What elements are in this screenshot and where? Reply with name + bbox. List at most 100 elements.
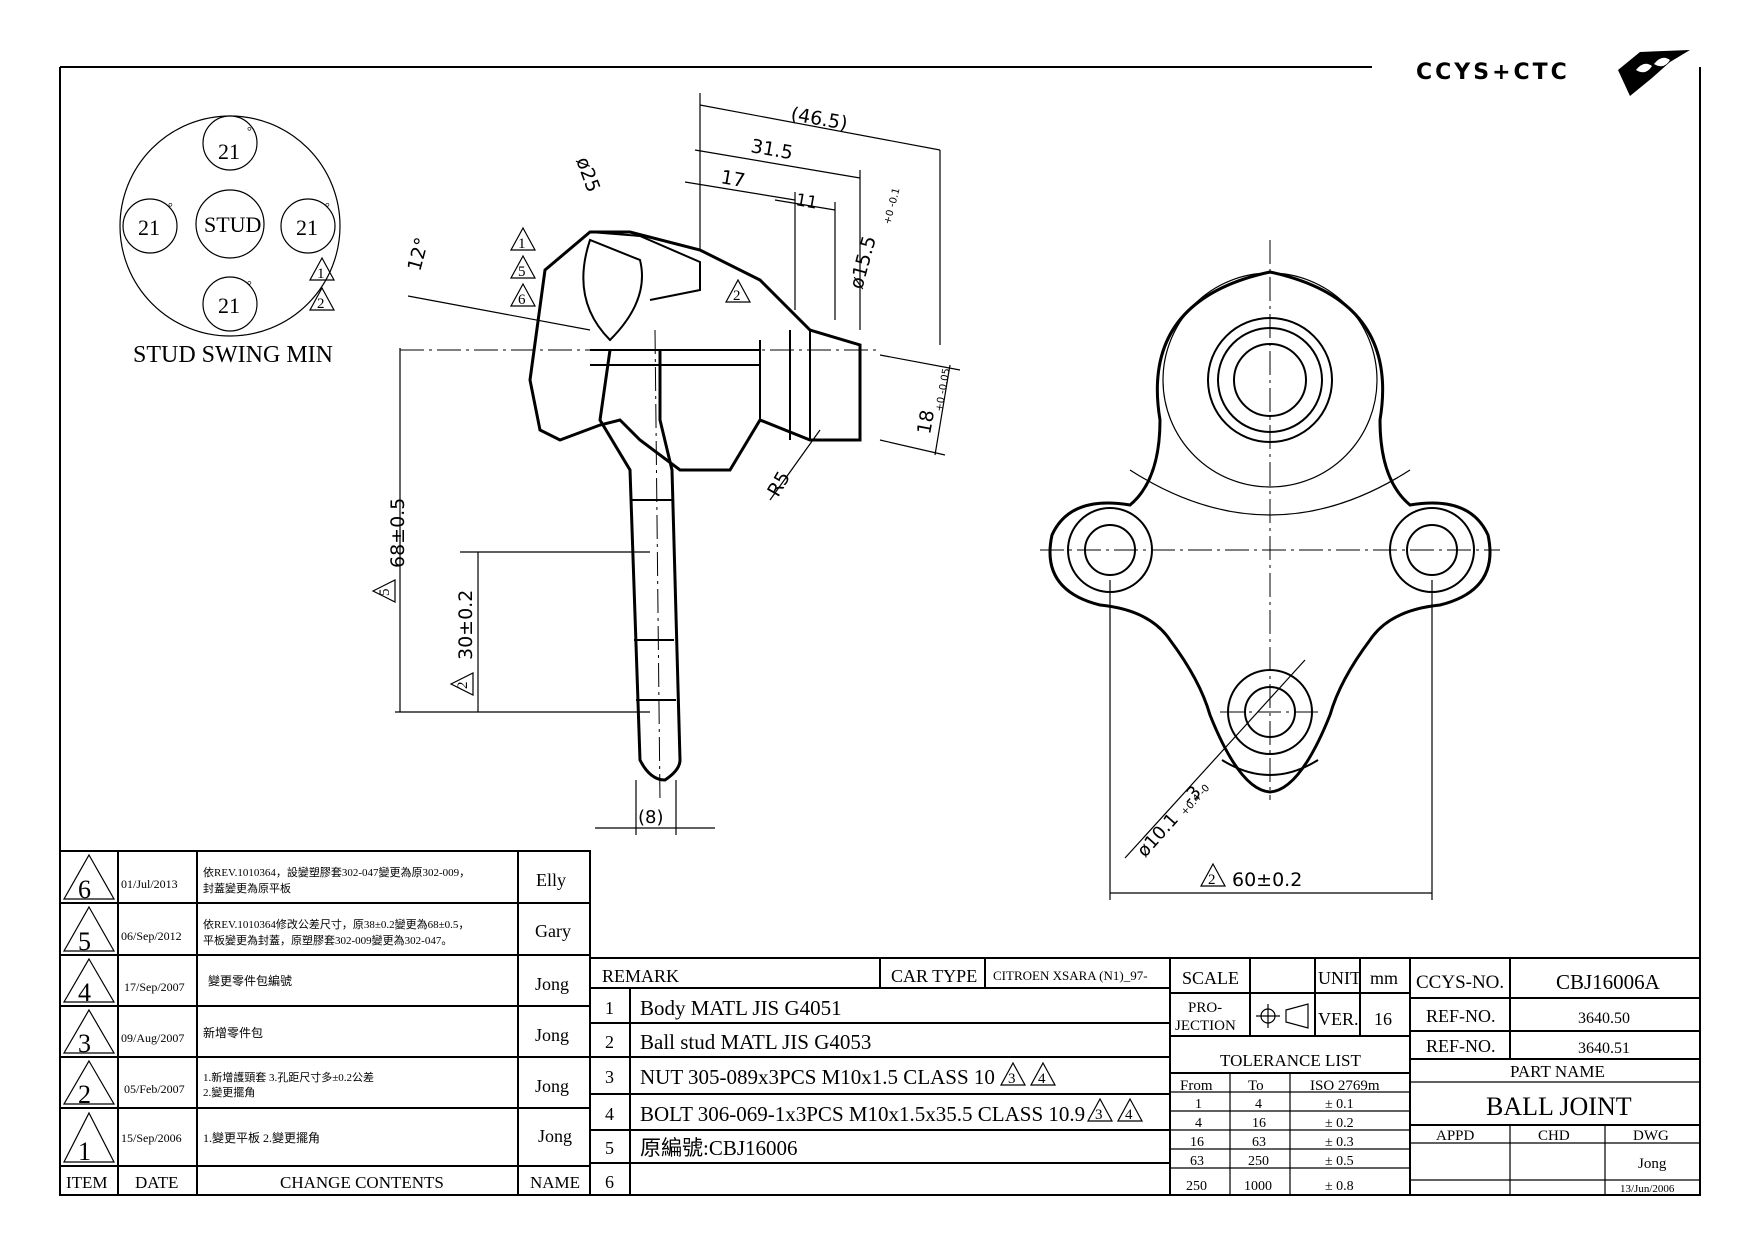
- revision-row: 4 17/Sep/2007 變更零件包編號 Jong: [62, 957, 569, 1007]
- ref-no-label-1: REF-NO.: [1426, 1006, 1496, 1026]
- svg-text:2: 2: [455, 682, 471, 690]
- stud-swing-title: STUD SWING MIN: [133, 342, 333, 368]
- svg-text:05/Feb/2007: 05/Feb/2007: [124, 1082, 185, 1096]
- dim-8: (8): [638, 807, 664, 828]
- car-type-label: CAR TYPE: [891, 966, 977, 986]
- tolerance-row: 1 4 ± 0.1: [1195, 1097, 1354, 1112]
- header-item: ITEM: [66, 1173, 108, 1192]
- dim-overall-length: (46.5): [789, 103, 849, 135]
- svg-text:2: 2: [78, 1080, 91, 1109]
- svg-text:°: °: [325, 200, 330, 214]
- svg-text:1.變更平板 2.變更擺角: 1.變更平板 2.變更擺角: [203, 1130, 320, 1145]
- angle-12: 12°: [404, 235, 434, 273]
- svg-text:± 0.1: ± 0.1: [1325, 1097, 1354, 1112]
- revision-row: 3 09/Aug/2007 新增零件包 Jong: [62, 1008, 569, 1058]
- ref-no-value-1: 3640.50: [1578, 1010, 1630, 1027]
- tolerance-row: 250 1000 ± 0.8: [1186, 1179, 1354, 1194]
- svg-text:+0 -0.05: +0 -0.05: [934, 367, 952, 412]
- svg-text:3: 3: [1008, 1071, 1016, 1087]
- remark-row: 3 NUT 305-089x3PCS M10x1.5 CLASS 10 3 4: [605, 1061, 1057, 1089]
- svg-text:變更零件包編號: 變更零件包編號: [208, 973, 292, 988]
- ccys-no-label: CCYS-NO.: [1416, 972, 1504, 993]
- svg-text:± 0.5: ± 0.5: [1325, 1154, 1354, 1169]
- svg-text:5: 5: [377, 589, 393, 597]
- svg-text:°: °: [247, 278, 252, 292]
- swing-angle-right: 21: [296, 215, 318, 240]
- svg-text:Jong: Jong: [535, 974, 569, 994]
- chd-label: CHD: [1538, 1128, 1570, 1144]
- dim-60: 60±0.2: [1232, 869, 1302, 891]
- svg-text:NUT 305-089x3PCS M10x1.5 CLASS: NUT 305-089x3PCS M10x1.5 CLASS 10: [640, 1065, 995, 1089]
- svg-text:1: 1: [1195, 1097, 1202, 1112]
- swing-angle-bottom: 21: [218, 293, 240, 318]
- svg-text:Jong: Jong: [535, 1076, 569, 1096]
- dim-11: 11: [794, 190, 819, 213]
- svg-text:4: 4: [1195, 1116, 1202, 1131]
- remark-row: 2 Ball stud MATL JIS G4053: [605, 1030, 871, 1054]
- svg-text:Body MATL JIS G4051: Body MATL JIS G4051: [640, 996, 842, 1020]
- svg-text:250: 250: [1186, 1179, 1207, 1194]
- svg-text:4: 4: [78, 978, 91, 1007]
- tolerance-header-to: To: [1248, 1078, 1264, 1094]
- svg-text:5: 5: [78, 927, 91, 956]
- stud-swing-diagram: 21 ° 21 ° STUD 21 ° 21 ° 1 2 STUD SWING …: [119, 115, 341, 368]
- svg-text:依REV.1010364，設變塑膠套302-047變更為原3: 依REV.1010364，設變塑膠套302-047變更為原302-009，: [203, 865, 470, 879]
- dwg-label: DWG: [1633, 1128, 1669, 1144]
- svg-text:250: 250: [1248, 1154, 1269, 1169]
- svg-text:平板變更為封蓋，原塑膠套302-009變更為302-047。: 平板變更為封蓋，原塑膠套302-009變更為302-047。: [203, 933, 452, 947]
- scale-tolerance-block: SCALE UNIT mm PRO- JECTION VER. 16 TOLER…: [1169, 957, 1411, 1196]
- remark-row: 5 原編號:CBJ16006: [605, 1136, 798, 1160]
- remark-table: REMARK CAR TYPE CITROEN XSARA (N1)_97- 1…: [589, 957, 1171, 1196]
- svg-text:± 0.2: ± 0.2: [1325, 1116, 1354, 1131]
- ccys-no-value: CBJ16006A: [1556, 970, 1661, 994]
- svg-text:09/Aug/2007: 09/Aug/2007: [121, 1031, 184, 1045]
- dim-68: 68±0.5: [387, 498, 409, 568]
- svg-text:+0 -0.1: +0 -0.1: [882, 187, 902, 226]
- remark-row: 6: [605, 1172, 614, 1192]
- ref-no-label-2: REF-NO.: [1426, 1036, 1496, 1056]
- svg-text:± 0.8: ± 0.8: [1325, 1179, 1354, 1194]
- svg-text:3: 3: [605, 1067, 614, 1087]
- svg-text:63: 63: [1190, 1154, 1204, 1169]
- swing-angle-left: 21: [138, 215, 160, 240]
- front-view: 2 60±0.2 ø10.1 +0.4 -0 -3: [1040, 240, 1500, 900]
- tolerance-title: TOLERANCE LIST: [1220, 1051, 1361, 1070]
- remark-row: 1 Body MATL JIS G4051: [605, 996, 842, 1020]
- svg-text:°: °: [168, 200, 173, 214]
- projection-label-1: PRO-: [1188, 1000, 1222, 1016]
- svg-text:1: 1: [317, 266, 325, 282]
- svg-text:封蓋變更為原平板: 封蓋變更為原平板: [203, 881, 291, 895]
- dim-18: 18: [913, 408, 939, 436]
- svg-text:6: 6: [518, 292, 526, 308]
- unit-label: UNIT: [1318, 968, 1361, 988]
- svg-text:2: 2: [605, 1032, 614, 1052]
- appd-label: APPD: [1436, 1128, 1475, 1144]
- dwg-date: 13/Jun/2006: [1620, 1183, 1675, 1195]
- svg-text:6: 6: [78, 875, 91, 904]
- ref-no-value-2: 3640.51: [1578, 1040, 1630, 1057]
- svg-text:CCYS+CTC: CCYS+CTC: [1416, 60, 1570, 85]
- svg-text:新增零件包: 新增零件包: [203, 1025, 263, 1040]
- svg-text:4: 4: [605, 1104, 614, 1124]
- header-date: DATE: [135, 1173, 178, 1192]
- unit-value: mm: [1370, 968, 1398, 988]
- dia-25: ø25: [571, 154, 604, 195]
- tolerance-header-from: From: [1180, 1078, 1213, 1094]
- svg-text:1: 1: [605, 998, 614, 1018]
- svg-text:Jong: Jong: [535, 1025, 569, 1045]
- svg-text:°: °: [247, 124, 252, 138]
- projection-label-2: JECTION: [1175, 1018, 1236, 1034]
- svg-text:Ball stud MATL JIS G4053: Ball stud MATL JIS G4053: [640, 1030, 871, 1054]
- scale-label: SCALE: [1182, 968, 1239, 988]
- svg-text:2: 2: [317, 296, 325, 312]
- header-change-contents: CHANGE CONTENTS: [280, 1173, 444, 1192]
- dim-30: 30±0.2: [455, 590, 477, 660]
- svg-text:17/Sep/2007: 17/Sep/2007: [124, 980, 185, 994]
- swing-angle-top: 21: [218, 139, 240, 164]
- svg-text:± 0.3: ± 0.3: [1325, 1135, 1354, 1150]
- svg-text:06/Sep/2012: 06/Sep/2012: [121, 929, 182, 943]
- svg-text:16: 16: [1190, 1135, 1204, 1150]
- svg-text:1000: 1000: [1244, 1179, 1272, 1194]
- tolerance-row: 4 16 ± 0.2: [1195, 1116, 1354, 1131]
